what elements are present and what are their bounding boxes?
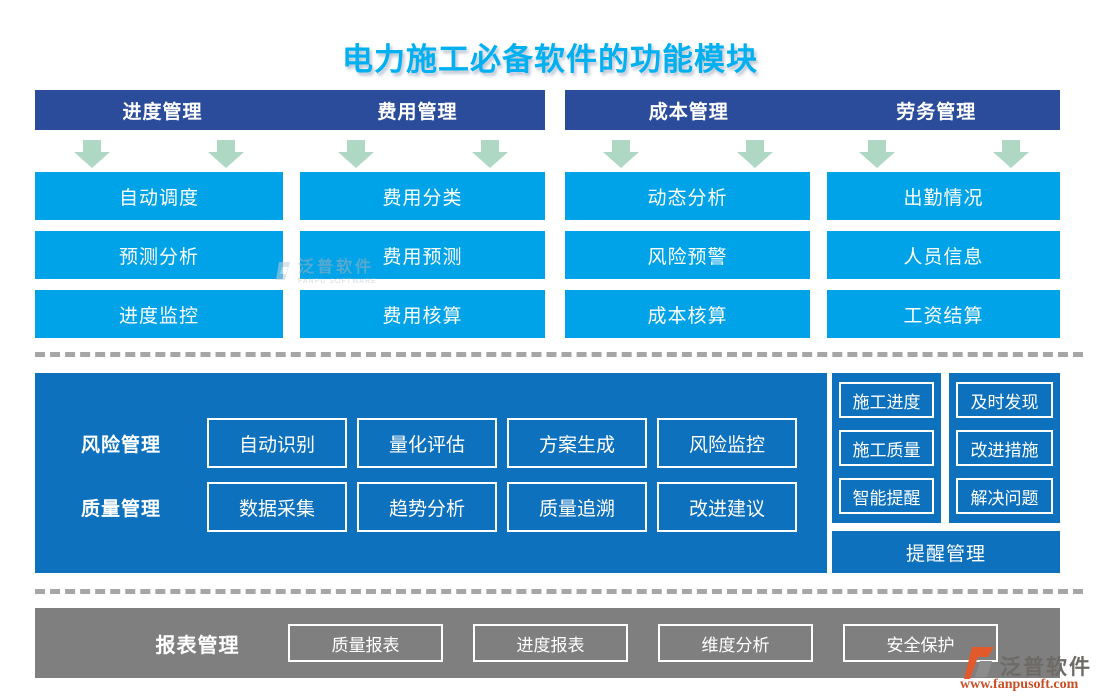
feature-box: 费用预测: [300, 231, 545, 279]
down-arrow-icon: [858, 140, 895, 168]
risk-box: 自动识别: [207, 418, 347, 468]
report-box: 维度分析: [658, 624, 813, 662]
row-label-quality: 质量管理: [80, 498, 161, 520]
down-arrow-icon: [337, 140, 374, 168]
quality-box: 改进建议: [657, 482, 797, 532]
side-box: 施工进度: [839, 382, 934, 418]
down-arrow-icon: [992, 140, 1029, 168]
quality-box: 质量追溯: [507, 482, 647, 532]
down-arrow-icon: [74, 140, 110, 168]
brand-url-text: www.fanpusoft.com: [960, 677, 1079, 692]
dashed-separator-top: [35, 352, 1083, 357]
quality-box: 数据采集: [207, 482, 347, 532]
side-panel-monitor: 施工进度 施工质量 智能提醒: [832, 373, 941, 523]
module-column-progress: 自动调度 预测分析 进度监控: [35, 140, 283, 338]
brand-name-text: 泛普软件: [1000, 656, 1092, 679]
group-header-progress: 进度管理: [122, 101, 203, 123]
report-bar-label: 报表管理: [155, 634, 240, 657]
group-header-cost: 成本管理: [648, 101, 729, 123]
row-label-risk: 风险管理: [80, 434, 161, 456]
down-arrow-icon: [471, 140, 508, 168]
feature-box: 出勤情况: [827, 172, 1060, 220]
arrow-row: [565, 140, 810, 168]
group-header-expense: 费用管理: [377, 101, 458, 123]
reminder-management-box: 提醒管理: [832, 531, 1060, 573]
header-bar-left: 进度管理 费用管理: [35, 90, 545, 130]
risk-quality-panel: 风险管理 自动识别 量化评估 方案生成 风险监控 质量管理 数据采集 趋势分析 …: [35, 373, 827, 573]
report-box: 进度报表: [473, 624, 628, 662]
risk-box: 风险监控: [657, 418, 797, 468]
side-box: 及时发现: [956, 382, 1053, 418]
module-column-labor: 出勤情况 人员信息 工资结算: [827, 140, 1060, 338]
header-bar-right: 成本管理 劳务管理: [565, 90, 1060, 130]
group-header-labor: 劳务管理: [896, 101, 977, 123]
report-box: 安全保护: [843, 624, 998, 662]
report-box: 质量报表: [288, 624, 443, 662]
fanpu-logo-icon: [964, 647, 994, 679]
feature-box: 费用分类: [300, 172, 545, 220]
side-box: 施工质量: [839, 430, 934, 466]
module-column-expense: 费用分类 费用预测 费用核算: [300, 140, 545, 338]
down-arrow-icon: [602, 140, 639, 168]
feature-box: 进度监控: [35, 290, 283, 338]
page-title: 电力施工必备软件的功能模块: [342, 42, 758, 77]
side-panel-improve: 及时发现 改进措施 解决问题: [949, 373, 1060, 523]
feature-box: 成本核算: [565, 290, 810, 338]
feature-box: 风险预警: [565, 231, 810, 279]
feature-box: 人员信息: [827, 231, 1060, 279]
side-box: 改进措施: [956, 430, 1053, 466]
down-arrow-icon: [208, 140, 244, 168]
risk-box: 量化评估: [357, 418, 497, 468]
arrow-row: [35, 140, 283, 168]
quality-box: 趋势分析: [357, 482, 497, 532]
feature-box: 工资结算: [827, 290, 1060, 338]
feature-box: 自动调度: [35, 172, 283, 220]
module-column-cost: 动态分析 风险预警 成本核算: [565, 140, 810, 338]
side-box: 解决问题: [956, 478, 1053, 514]
side-box: 智能提醒: [839, 478, 934, 514]
dashed-separator-bottom: [35, 589, 1083, 594]
feature-box: 动态分析: [565, 172, 810, 220]
arrow-row: [300, 140, 545, 168]
brand-watermark: 泛普软件 www.fanpusoft.com: [958, 645, 1100, 697]
arrow-row: [827, 140, 1060, 168]
feature-box: 费用核算: [300, 290, 545, 338]
down-arrow-icon: [736, 140, 773, 168]
report-bar: 报表管理 质量报表 进度报表 维度分析 安全保护: [35, 608, 1060, 678]
risk-box: 方案生成: [507, 418, 647, 468]
feature-box: 预测分析: [35, 231, 283, 279]
